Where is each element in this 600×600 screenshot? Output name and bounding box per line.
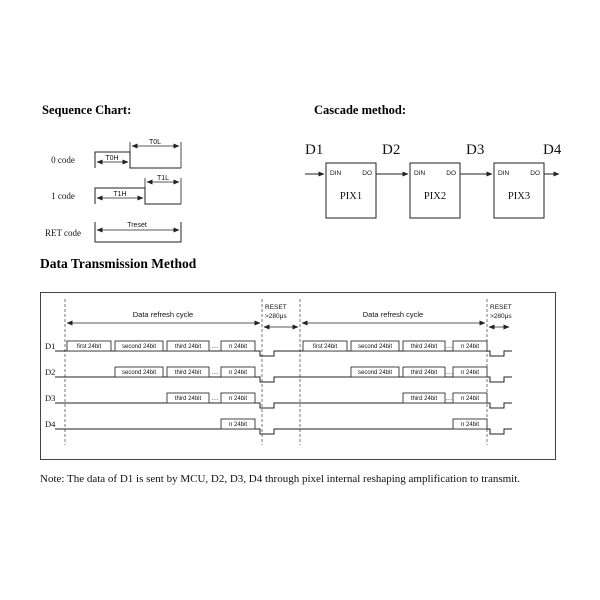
- t1l-label: T1L: [157, 175, 169, 182]
- d4-seg-n-r: [452, 418, 488, 430]
- d1-signal-line: [55, 350, 512, 357]
- d4-seg-n-l: [220, 418, 256, 430]
- d1-seg-first-r-label: first 24bit: [313, 344, 338, 350]
- d1-seg-third-r-label: third 24bit: [411, 344, 438, 350]
- pix3-do-pin: DO: [530, 170, 540, 177]
- d2-seg-third-l: [166, 366, 210, 378]
- refresh-cycle-label-right: Data refresh cycle: [363, 310, 423, 319]
- d3-ellipsis-l: …: [212, 395, 219, 402]
- d1-ellipsis-l: …: [212, 343, 219, 350]
- d1-seg-third-l-label: third 24bit: [175, 344, 202, 350]
- pix1-do-pin: DO: [362, 170, 372, 177]
- reset-label-left: RESET: [265, 304, 287, 311]
- d3-seg-third-l-label: third 24bit: [175, 396, 202, 402]
- d3-seg-third-r-label: third 24bit: [411, 396, 438, 402]
- t0h-label: T0H: [105, 155, 118, 162]
- t0l-label: T0L: [149, 139, 161, 146]
- reset-time-right: >280μs: [490, 313, 512, 320]
- d2-seg-second-l-label: second 24bit: [122, 370, 156, 376]
- d4-label: D4: [543, 142, 561, 158]
- pix3-box: [493, 162, 545, 219]
- d1-seg-n-l-label: n 24bit: [229, 344, 247, 350]
- d1-seg-third-r: [402, 340, 446, 352]
- d2-signal-line: [55, 376, 512, 383]
- reset-time-left: >280μs: [265, 313, 287, 320]
- ret-code-label: RET code: [45, 228, 81, 238]
- d3-seg-third-r: [402, 392, 446, 404]
- d1-seg-first-l: [66, 340, 112, 352]
- d2-seg-second-r-label: second 24bit: [358, 370, 392, 376]
- d2-ellipsis-l: …: [212, 369, 219, 376]
- d3-seg-n-r: [452, 392, 488, 404]
- pix1-name: PIX1: [340, 191, 362, 202]
- row-label-d4: D4: [45, 419, 56, 429]
- d1-seg-second-r-label: second 24bit: [358, 344, 392, 350]
- d4-seg-n-r-label: n 24bit: [461, 422, 479, 428]
- d1-seg-second-l-label: second 24bit: [122, 344, 156, 350]
- refresh-cycle-label-left: Data refresh cycle: [133, 310, 193, 319]
- d2-seg-second-r: [350, 366, 400, 378]
- d2-ellipsis-r: …: [446, 369, 453, 376]
- d1-seg-n-r: [452, 340, 488, 352]
- d2-seg-n-r-label: n 24bit: [461, 370, 479, 376]
- d3-seg-third-l: [166, 392, 210, 404]
- d3-seg-n-r-label: n 24bit: [461, 396, 479, 402]
- pix3-din-pin: DIN: [498, 170, 510, 177]
- cascade-method-heading: Cascade method:: [314, 103, 407, 117]
- d1-label: D1: [305, 142, 323, 158]
- d3-signal-line: [55, 402, 512, 409]
- one-code-extension-lines: [144, 178, 182, 204]
- d4-signal-line: [55, 428, 512, 435]
- zero-code-label: 0 code: [51, 155, 75, 165]
- d3-seg-n-l: [220, 392, 256, 404]
- d1-seg-third-l: [166, 340, 210, 352]
- d2-seg-third-r: [402, 366, 446, 378]
- d3-label: D3: [466, 142, 484, 158]
- d2-seg-third-r-label: third 24bit: [411, 370, 438, 376]
- pix2-din-pin: DIN: [414, 170, 426, 177]
- row-label-d3: D3: [45, 393, 55, 403]
- d3-seg-n-l-label: n 24bit: [229, 396, 247, 402]
- d2-seg-n-l: [220, 366, 256, 378]
- d1-seg-second-l: [114, 340, 164, 352]
- d2-seg-second-l: [114, 366, 164, 378]
- reset-label-right: RESET: [490, 304, 512, 311]
- ret-code-waveform: [94, 222, 182, 243]
- pix2-do-pin: DO: [446, 170, 456, 177]
- transmission-diagram: Data refresh cycle Data refresh cycle RE…: [45, 299, 512, 445]
- one-code-waveform: [94, 187, 181, 205]
- sequence-chart-heading: Sequence Chart:: [42, 103, 132, 117]
- pix3-name: PIX3: [508, 191, 530, 202]
- d1-seg-n-r-label: n 24bit: [461, 344, 479, 350]
- one-code-label: 1 code: [51, 191, 75, 201]
- d2-label: D2: [382, 142, 400, 158]
- treset-label: Treset: [127, 222, 147, 229]
- row-label-d1: D1: [45, 341, 55, 351]
- data-transmission-heading: Data Transmission Method: [40, 256, 197, 271]
- zero-code-extension-lines: [129, 142, 182, 168]
- t1h-label: T1H: [113, 191, 126, 198]
- note-text: Note: The data of D1 is sent by MCU, D2,…: [40, 473, 521, 485]
- transmission-diagram-frame: Data refresh cycle Data refresh cycle RE…: [40, 292, 556, 460]
- d1-seg-second-r: [350, 340, 400, 352]
- cascade-diagram: D1 DIN DO PIX1 D2 DIN DO PIX2 D3 DIN DO …: [305, 142, 561, 219]
- pix1-din-pin: DIN: [330, 170, 342, 177]
- pix2-name: PIX2: [424, 191, 446, 202]
- d1-seg-first-r: [302, 340, 348, 352]
- row-label-d2: D2: [45, 367, 55, 377]
- d4-seg-n-l-label: n 24bit: [229, 422, 247, 428]
- d3-ellipsis-r: …: [446, 395, 453, 402]
- pix1-box: [325, 162, 377, 219]
- d2-seg-n-l-label: n 24bit: [229, 370, 247, 376]
- sequence-chart-diagram: 0 code T0H T0L 1 code T1H T1L RET code T…: [45, 139, 182, 243]
- d2-seg-third-l-label: third 24bit: [175, 370, 202, 376]
- pix2-box: [409, 162, 461, 219]
- d1-seg-first-l-label: first 24bit: [77, 344, 102, 350]
- d1-seg-n-l: [220, 340, 256, 352]
- d1-ellipsis-r: …: [446, 343, 453, 350]
- d2-seg-n-r: [452, 366, 488, 378]
